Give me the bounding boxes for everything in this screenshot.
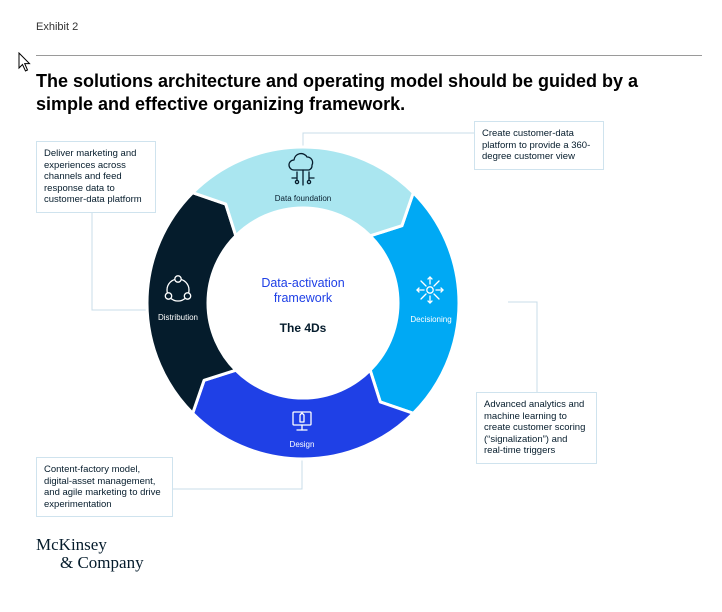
callout-design: Content-factory model, digital-asset man… xyxy=(36,457,173,517)
connector-distribution xyxy=(91,209,153,311)
ring-center xyxy=(208,208,398,398)
framework-title-line1: Data-activation xyxy=(261,276,344,290)
mckinsey-logo: McKinsey & Company xyxy=(36,536,144,572)
share-nodes-icon xyxy=(164,275,192,302)
exhibit-label: Exhibit 2 xyxy=(36,21,79,33)
framework-title-line2: framework xyxy=(274,291,333,305)
connector-decisioning xyxy=(508,301,538,392)
connector-data-foundation xyxy=(302,132,474,147)
connector-lines xyxy=(91,132,538,490)
segment-label-data-foundation: Data foundation xyxy=(275,194,332,203)
mouse-cursor-icon xyxy=(18,52,31,72)
connector-design xyxy=(173,458,303,490)
callout-distribution: Deliver marketing and experiences across… xyxy=(36,141,156,213)
segment-label-distribution: Distribution xyxy=(158,313,198,322)
callout-data-foundation: Create customer-data platform to provide… xyxy=(474,121,604,170)
logo-line1: McKinsey xyxy=(36,535,107,554)
segment-label-design: Design xyxy=(290,440,315,449)
cloud-network-icon xyxy=(288,152,315,186)
page-title: The solutions architecture and operating… xyxy=(36,71,639,114)
header-divider xyxy=(36,55,702,56)
callout-decisioning: Advanced analytics and machine learning … xyxy=(476,392,597,464)
framework-subtitle: The 4Ds xyxy=(280,321,327,335)
monitor-pen-icon xyxy=(292,411,312,431)
arrows-hub-icon xyxy=(416,276,444,304)
logo-line2: & Company xyxy=(60,553,144,572)
segment-label-decisioning: Decisioning xyxy=(410,315,451,324)
